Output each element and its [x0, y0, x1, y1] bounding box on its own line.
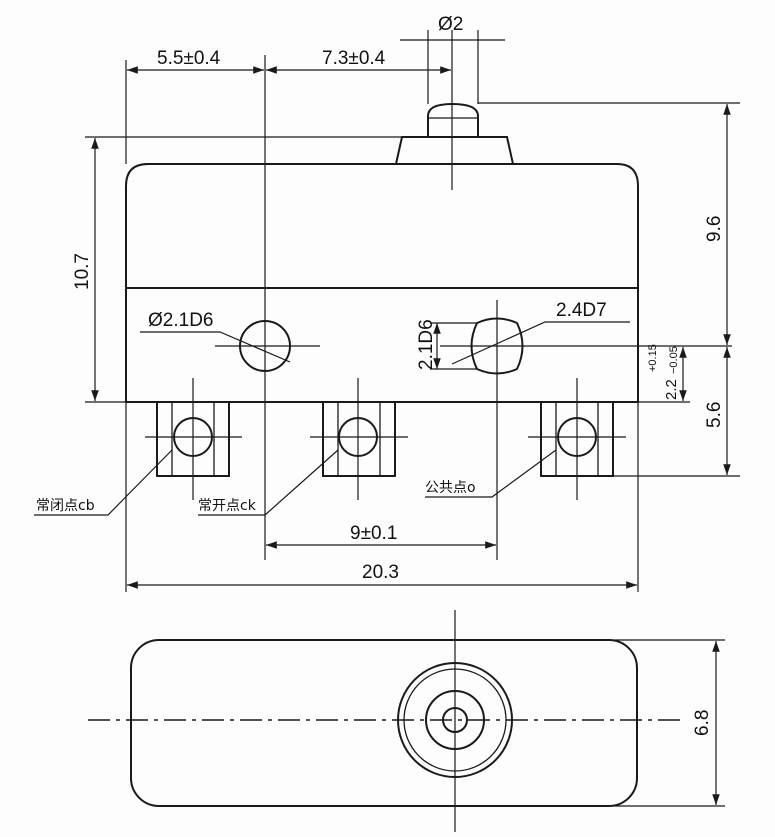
label-terminal-pitch: 9±0.1	[350, 523, 397, 544]
label-tol-lower: −0.05	[668, 346, 680, 374]
label-body-height: 10.7	[72, 253, 93, 290]
switch-body-outline	[125, 163, 639, 403]
bottom-view: 6.8	[88, 610, 725, 832]
label-terminal-nc: 常闭点cb	[36, 498, 95, 514]
label-total-length: 20.3	[362, 562, 399, 583]
label-pin-diameter: Ø2	[438, 14, 463, 35]
terminal-no	[322, 401, 396, 477]
leader-nc	[34, 449, 173, 516]
label-hole-right-width: 2.4D7	[556, 300, 607, 321]
label-terminal-height: 5.6	[704, 402, 725, 428]
label-plunger-height: 9.6	[704, 216, 725, 242]
plunger-pin	[427, 102, 479, 137]
label-hole-left: Ø2.1D6	[148, 310, 213, 331]
bottom-body-outline	[130, 639, 638, 807]
front-view: Ø2 5.5±0.4 7.3±0.4 10.7 9.6 5.6 2.2 +0.1…	[34, 14, 740, 592]
label-plunger-offset: 7.3±0.4	[322, 48, 386, 69]
plunger-ring-2	[403, 668, 507, 772]
label-hole-right-height: 2.1D6	[416, 319, 437, 370]
front-center-lines	[145, 30, 732, 560]
label-hole-bottom: 2.2	[663, 379, 680, 400]
label-bottom-width: 6.8	[692, 710, 713, 736]
mounting-hole-right	[470, 317, 524, 375]
leader-no	[198, 449, 339, 516]
leader-hole-right	[451, 321, 630, 365]
plunger-ring-3	[425, 690, 485, 750]
label-left-offset: 5.5±0.4	[157, 48, 221, 69]
plunger-base	[395, 136, 514, 165]
label-terminal-common: 公共点o	[425, 480, 476, 496]
plunger-tip	[442, 707, 468, 733]
label-terminal-no: 常开点ck	[198, 498, 257, 514]
plunger-outer-ring	[397, 662, 513, 778]
leader-common	[425, 449, 557, 498]
leader-hole-left	[140, 331, 291, 363]
extension-lines	[85, 30, 740, 592]
label-tol-upper: +0.15	[647, 344, 659, 372]
